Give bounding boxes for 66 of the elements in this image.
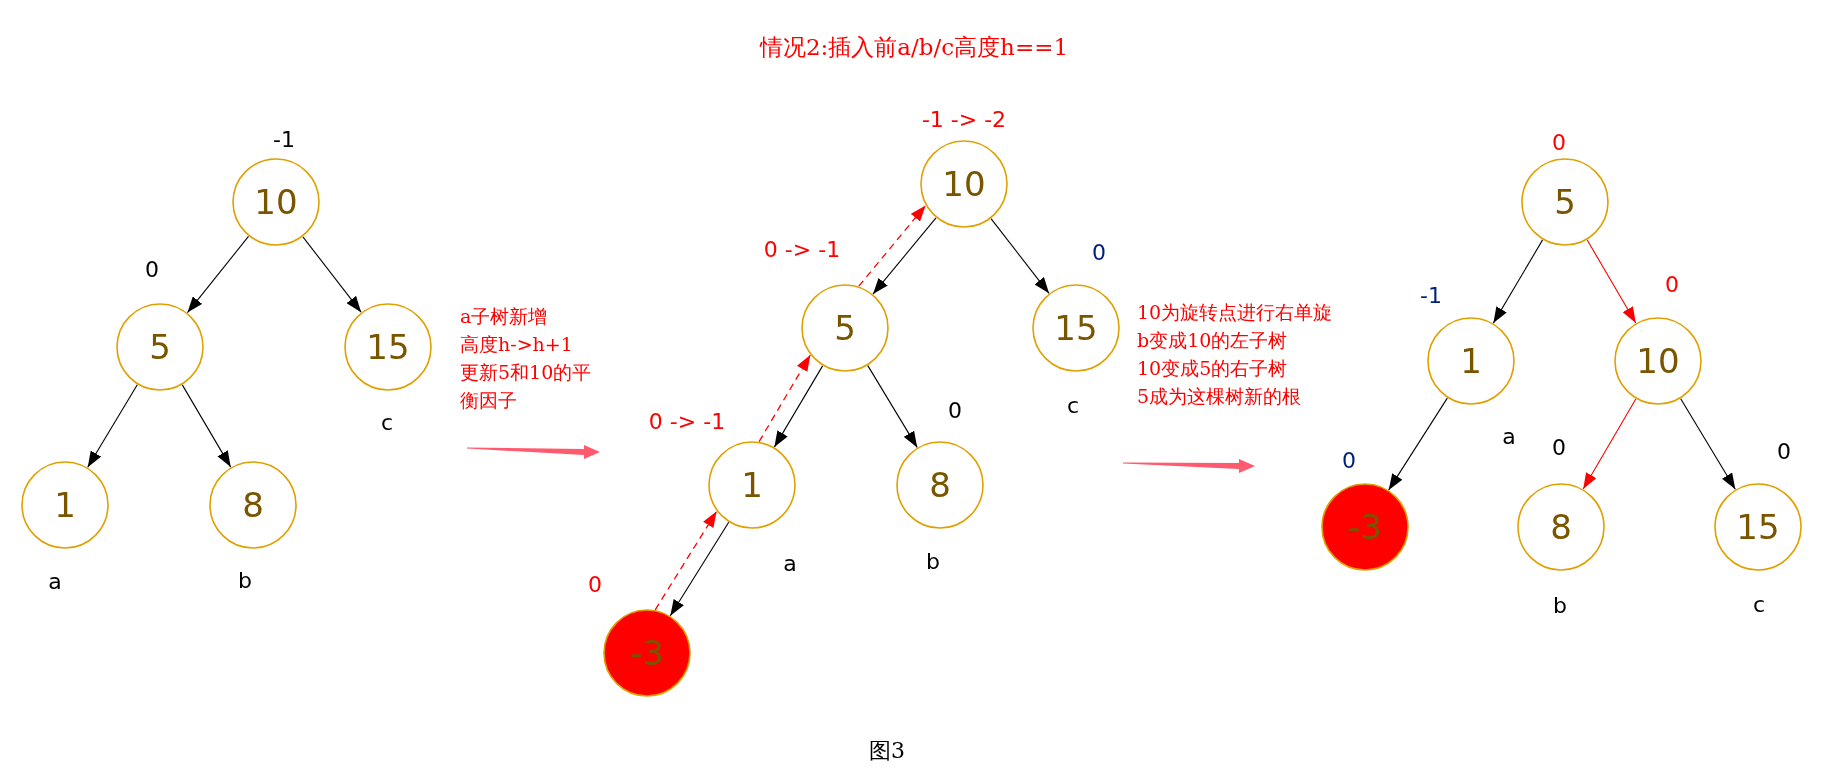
arrow (872, 217, 937, 295)
tree-node: -3 (603, 609, 691, 697)
tree-node: 5 (801, 284, 889, 372)
tree-node: 15 (1714, 483, 1802, 571)
subtree-label: c (1066, 392, 1080, 418)
arrow (1586, 239, 1637, 324)
balance-factor: 0 (1665, 271, 1679, 297)
arrow (1388, 397, 1448, 491)
note-text: 10变成5的右子树 (1137, 356, 1289, 381)
caption: 图3 (868, 737, 906, 765)
tree-node: 10 (232, 158, 320, 246)
balance-factor: 0 (1342, 447, 1356, 473)
subtree-label: b (926, 548, 940, 574)
note-text: 5成为这棵树新的根 (1137, 384, 1303, 409)
note-text: 更新5和10的平衡因子 (460, 360, 593, 413)
arrow (858, 204, 927, 287)
tree-node: -3 (1321, 483, 1409, 571)
tree-node: 8 (1517, 483, 1605, 571)
tree-node: 15 (344, 303, 432, 391)
arrow (186, 235, 250, 314)
subtree-label: b (238, 567, 252, 593)
subtree-label: a (1502, 423, 1516, 449)
tree-node: 10 (1614, 317, 1702, 405)
balance-factor: 0 (1552, 434, 1566, 460)
balance-factor: -1 (273, 126, 295, 152)
tree-node: 15 (1032, 284, 1120, 372)
arrow (669, 521, 730, 617)
balance-factor: 0 -> -1 (763, 236, 841, 262)
balance-factor: 0 (145, 256, 159, 282)
note-text: 10为旋转点进行右单旋 (1137, 300, 1334, 325)
subtree-label: b (1553, 592, 1567, 618)
balance-factor: 0 (1092, 239, 1106, 265)
balance-factor: 0 (1777, 438, 1791, 464)
balance-factor: 0 (948, 397, 962, 423)
arrow (302, 236, 362, 313)
tree-node: 10 (920, 140, 1008, 228)
title: 情况2:插入前a/b/c高度h==1 (758, 33, 1070, 62)
tree-node: 1 (21, 461, 109, 549)
note-text: b变成10的左子树 (1137, 328, 1289, 353)
subtree-label: c (380, 409, 394, 435)
subtree-label: a (48, 568, 62, 594)
balance-factor: -1 -> -2 (921, 106, 1007, 132)
arrow (1680, 398, 1736, 490)
arrow (654, 510, 718, 611)
arrow (867, 365, 918, 448)
balance-factor: -1 (1420, 282, 1442, 308)
arrow (773, 365, 824, 448)
balance-factor: 0 (588, 571, 602, 597)
tree-node: 1 (708, 441, 796, 529)
tree-node: 8 (896, 441, 984, 529)
arrow (1492, 239, 1544, 324)
tree-node: 5 (116, 303, 204, 391)
tree-node: 8 (209, 461, 297, 549)
subtree-label: a (783, 550, 797, 576)
note-text: a子树新增 (460, 304, 549, 329)
arrow (87, 384, 138, 468)
balance-factor: 0 -> -1 (648, 408, 726, 434)
arrow (1582, 398, 1637, 490)
subtree-label: c (1752, 591, 1766, 617)
note-text: 高度h->h+1 (460, 332, 574, 357)
arrow (990, 218, 1050, 294)
tree-node: 1 (1427, 317, 1515, 405)
tree-node: 5 (1521, 158, 1609, 246)
balance-factor: 0 (1552, 129, 1566, 155)
arrow (758, 354, 811, 443)
arrow (181, 384, 232, 468)
